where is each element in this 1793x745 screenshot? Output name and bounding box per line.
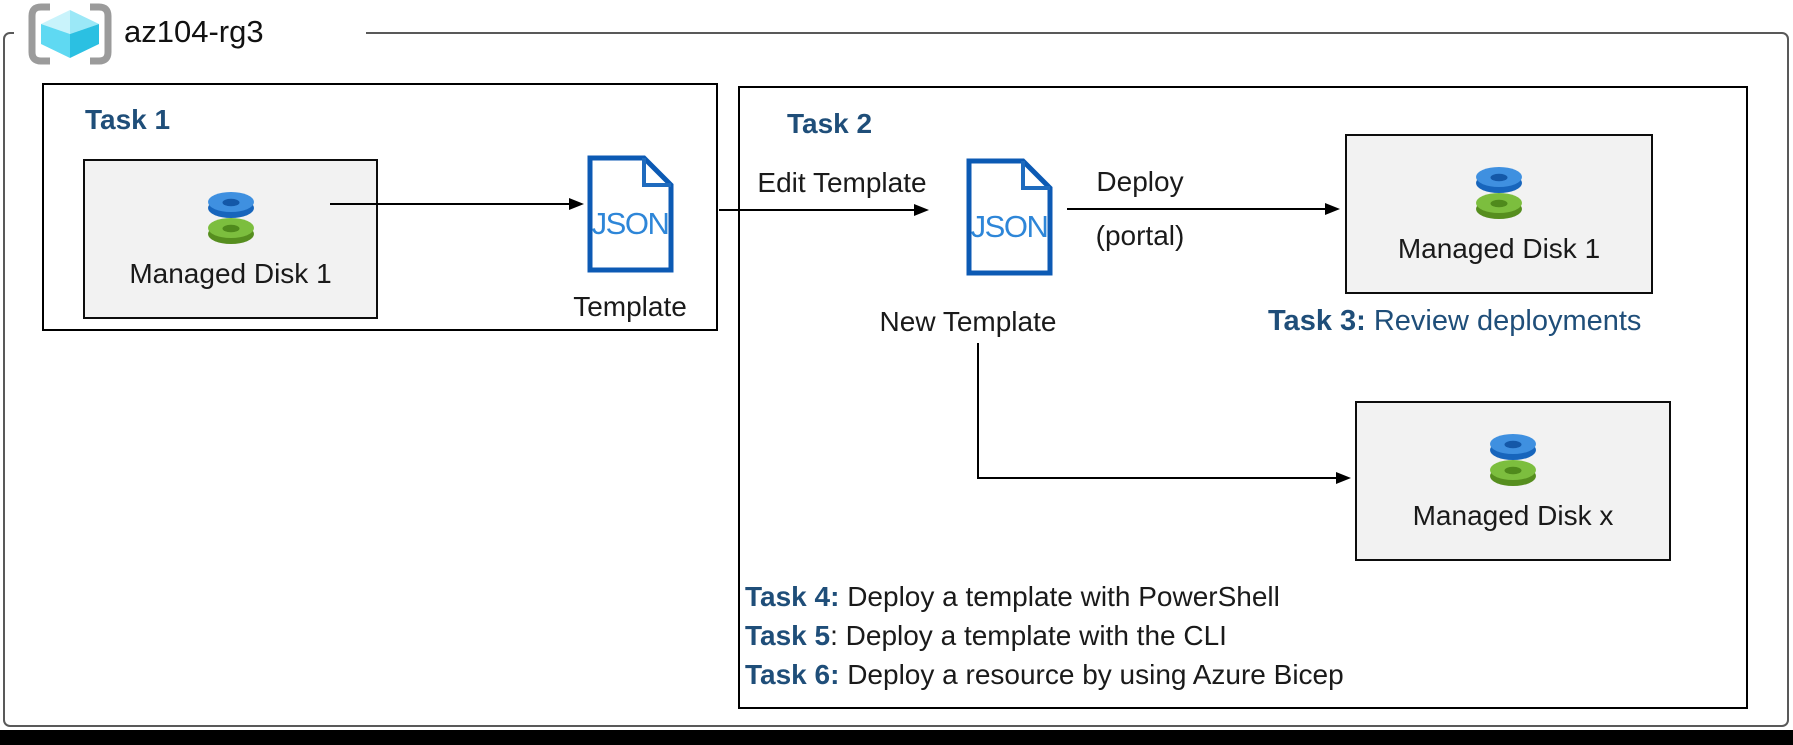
deploy-portal-sublabel: (portal) — [1095, 220, 1185, 251]
managed-disk-x-box: Managed Disk x — [1355, 401, 1671, 561]
managed-disk-1-task2-box: Managed Disk 1 — [1345, 134, 1653, 294]
deploy-arrow-label: Deploy — [1096, 166, 1184, 197]
json-file-icon: JSON — [587, 155, 673, 273]
task5-line: Task 5: Deploy a template with the CLI — [745, 616, 1344, 655]
resource-group-frame — [3, 32, 1789, 727]
json-doc-text: JSON — [591, 206, 668, 241]
task4-line: Task 4: Deploy a template with PowerShel… — [745, 577, 1344, 616]
managed-disk-icon — [207, 191, 254, 244]
managed-disk-icon — [1476, 166, 1522, 219]
resource-group-icon — [28, 3, 112, 65]
task4-text: Deploy a template with PowerShell — [839, 581, 1280, 612]
managed-disk-1-label: Managed Disk 1 — [129, 257, 332, 289]
bottom-black-bar — [0, 730, 1793, 745]
managed-disk-x-label: Managed Disk x — [1412, 499, 1614, 531]
json-file-icon-new: JSON — [966, 158, 1053, 276]
task1-title: Task 1 — [85, 104, 171, 135]
task4-label: Task 4: — [745, 581, 840, 612]
task5-text: : Deploy a template with the CLI — [830, 620, 1227, 651]
tasks-list: Task 4: Deploy a template with PowerShel… — [745, 577, 1344, 694]
task5-label: Task 5 — [745, 620, 831, 651]
task6-text: Deploy a resource by using Azure Bicep — [839, 659, 1344, 690]
bracket-left — [28, 3, 50, 65]
new-template-label: New Template — [879, 306, 1057, 337]
cube-glyph — [41, 10, 99, 58]
edit-template-arrow-label: Edit Template — [757, 167, 927, 198]
frame-border-gap — [14, 26, 366, 40]
managed-disk-1-task2-label: Managed Disk 1 — [1397, 232, 1601, 264]
task3-text: Review deployments — [1365, 305, 1642, 337]
task3-line: Task 3: Review deployments — [1268, 305, 1641, 338]
json-doc-text-new: JSON — [971, 209, 1048, 244]
task6-line: Task 6: Deploy a resource by using Azure… — [745, 655, 1344, 694]
template-doc-group: JSON Template — [540, 154, 720, 323]
task6-label: Task 6: — [745, 659, 840, 690]
managed-disk-icon — [1490, 433, 1536, 486]
task3-label: Task 3: — [1268, 305, 1366, 337]
bracket-right — [90, 3, 112, 65]
resource-group-name: az104-rg3 — [124, 14, 264, 49]
managed-disk-1-box: Managed Disk 1 — [83, 159, 378, 319]
template-label: Template — [573, 291, 687, 322]
task2-title: Task 2 — [787, 108, 873, 139]
